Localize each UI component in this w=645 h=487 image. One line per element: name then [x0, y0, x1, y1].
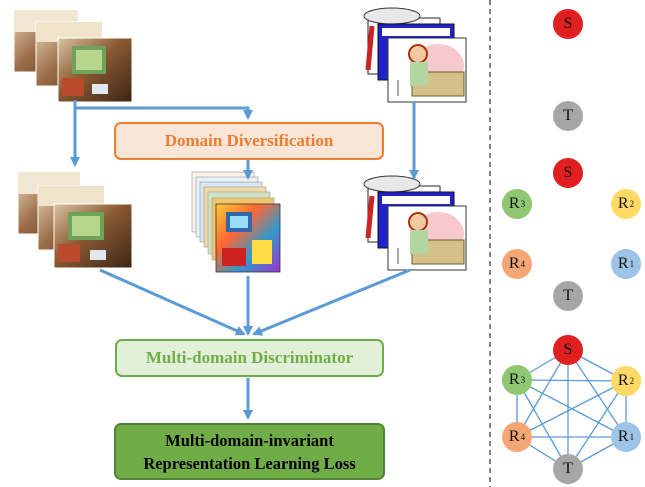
node-s-middle: S: [553, 158, 583, 188]
arrow-left-to-discriminator: [99, 268, 246, 336]
node-s-middle-label: S: [563, 164, 573, 181]
node-t-bottom: T: [553, 454, 583, 484]
node-t-top: T: [553, 101, 583, 131]
domain-diversification-label: Domain Diversification: [164, 131, 334, 150]
node-r4-bottom-sub: 4: [520, 432, 526, 442]
loss-box: Multi-domain-invariant Representation Le…: [114, 423, 385, 480]
arrow-to-diversification: [75, 106, 253, 120]
node-r2-middle-sub: 2: [629, 199, 635, 209]
node-r3-middle-sub: 3: [520, 199, 526, 209]
node-r1-bottom-sub: 1: [629, 432, 635, 442]
complete-graph-edges: [516, 349, 627, 470]
node-s-bottom-label: S: [563, 341, 573, 358]
multi-domain-discriminator-label: Multi-domain Discriminator: [145, 348, 354, 367]
node-r3-bottom-sub: 3: [520, 375, 526, 385]
node-t-bottom-label: T: [563, 460, 573, 477]
loss-label-line1: Multi-domain-invariant: [165, 430, 334, 450]
node-t-top-label: T: [563, 107, 573, 124]
node-r3-middle-label: R: [508, 195, 520, 212]
loss-label-line2: Representation Learning Loss: [143, 453, 356, 473]
node-t-middle: T: [553, 281, 583, 311]
node-r1-middle-label: R: [617, 255, 629, 272]
node-r2-middle-label: R: [617, 195, 629, 212]
node-r4-bottom-label: R: [508, 428, 520, 445]
arrow-right-to-discriminator: [252, 268, 411, 336]
node-r4-middle-label: R: [508, 255, 520, 272]
node-r3-bottom-label: R: [508, 371, 520, 388]
flow-arrows: [70, 100, 419, 420]
photo-stack-top: [13, 9, 133, 103]
node-r1-bottom-label: R: [617, 428, 629, 445]
node-r2-bottom-label: R: [617, 372, 629, 389]
node-s-top: S: [553, 9, 583, 39]
node-r2-bottom-sub: 2: [629, 376, 635, 386]
cartoon-stack-middle: [363, 175, 467, 271]
node-r1-middle-sub: 1: [629, 259, 635, 269]
cartoon-stack-top: [363, 7, 467, 103]
domain-diversification-box: Domain Diversification: [114, 122, 384, 160]
node-r4-middle-sub: 4: [520, 259, 526, 269]
diversified-image-stack: [191, 171, 281, 273]
node-t-middle-label: T: [563, 287, 573, 304]
photo-stack-middle: [17, 171, 133, 269]
multi-domain-discriminator-box: Multi-domain Discriminator: [115, 339, 384, 377]
node-s-top-label: S: [563, 15, 573, 32]
node-s-bottom: S: [553, 335, 583, 365]
